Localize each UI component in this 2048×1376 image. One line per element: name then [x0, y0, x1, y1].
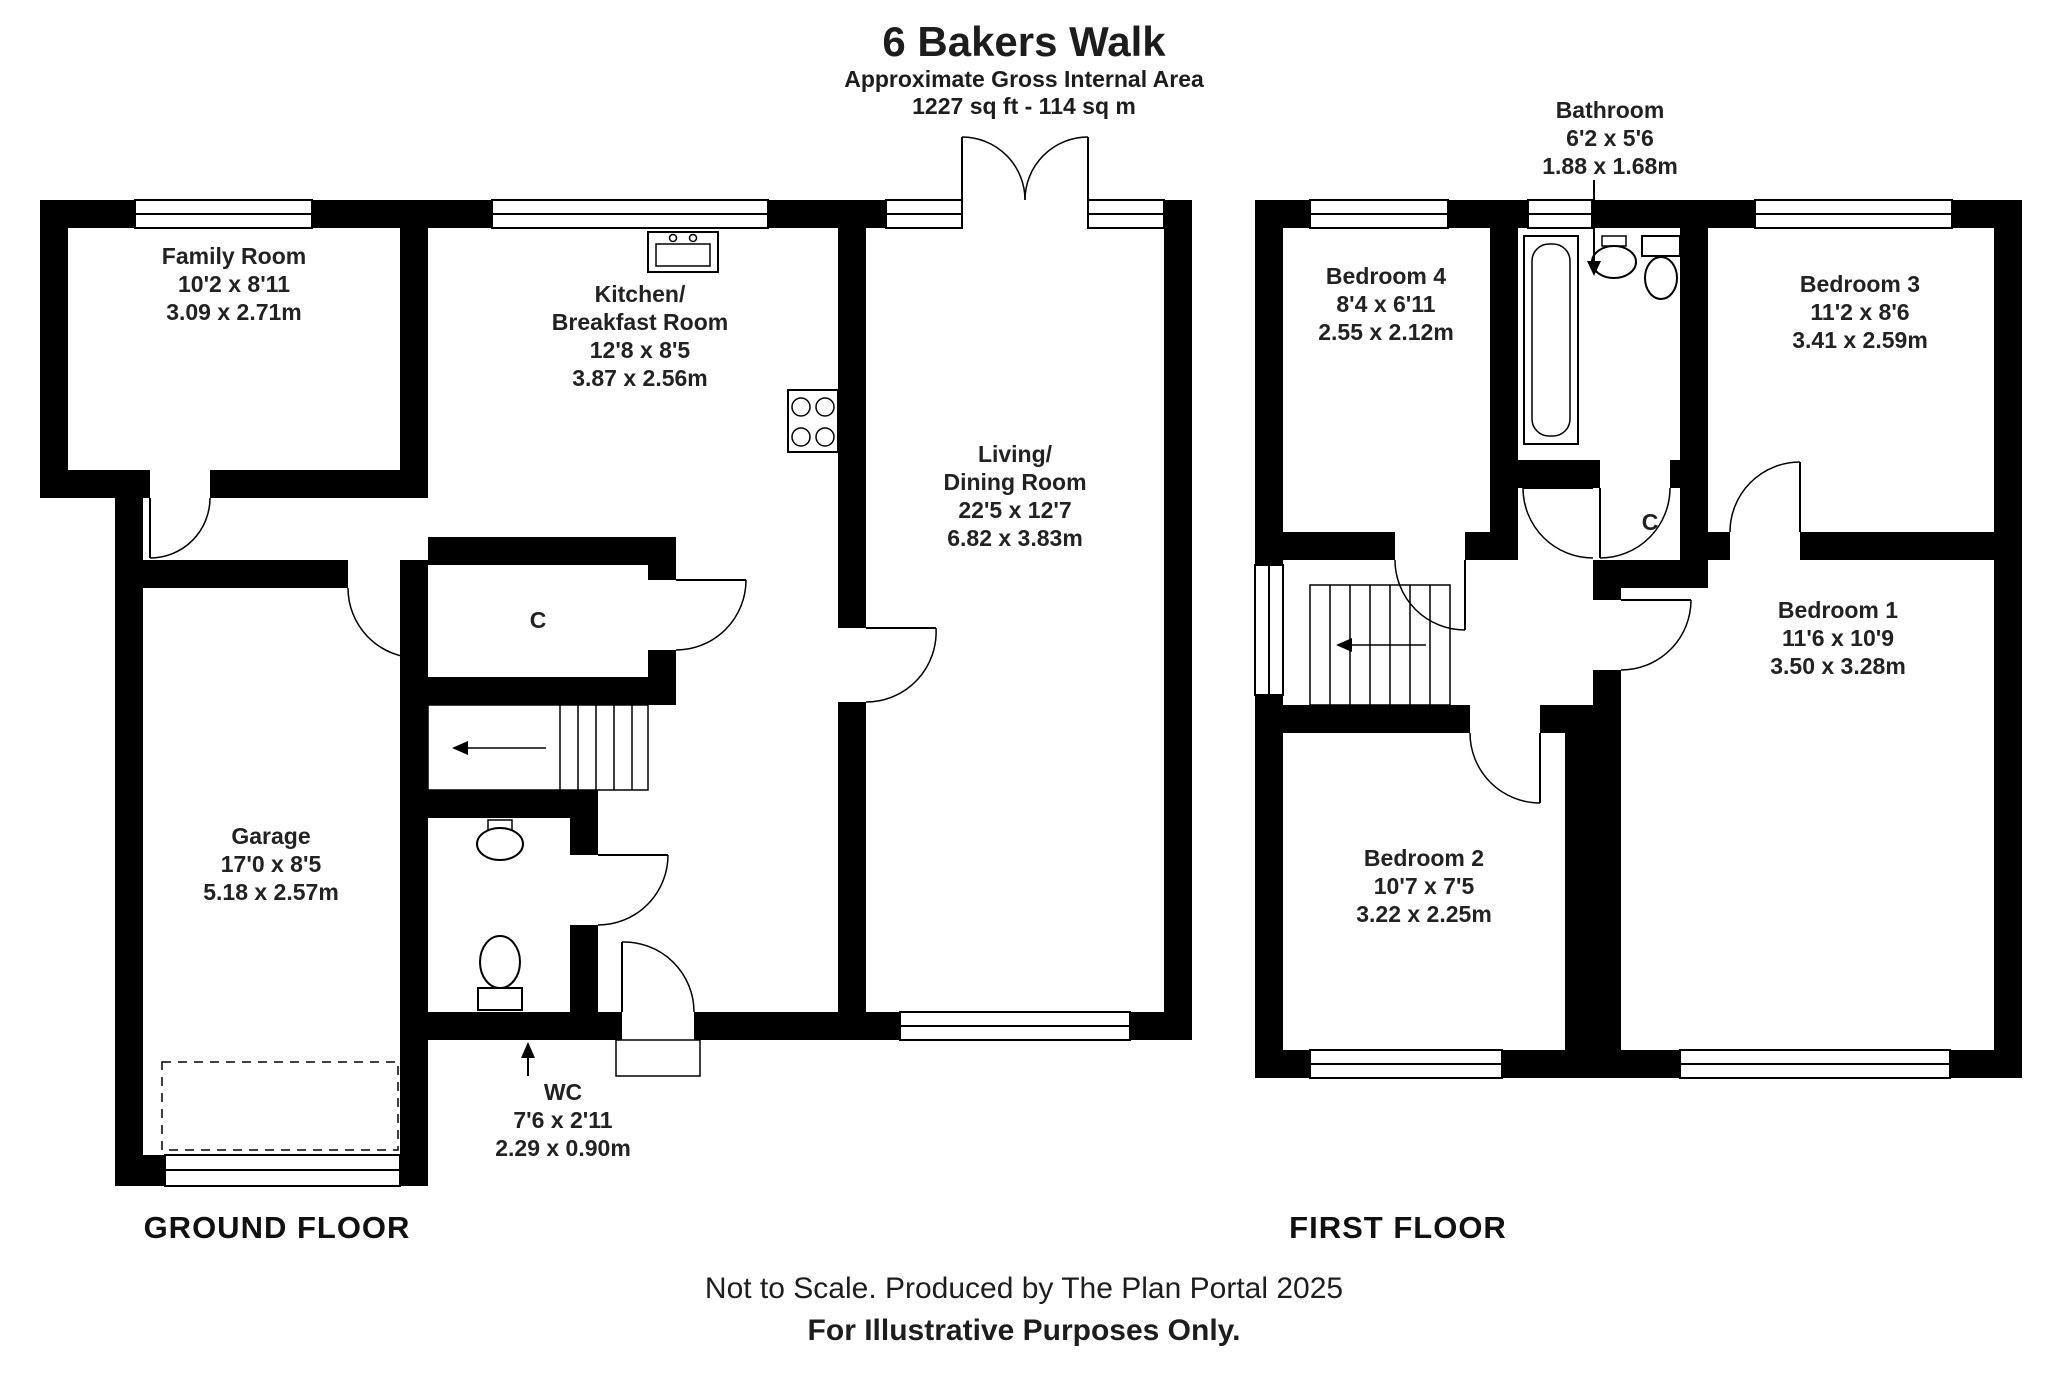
bedroom3-window [1754, 199, 1953, 229]
gross-internal-area: 1227 sq ft - 114 sq m [912, 93, 1136, 119]
family-room-door [149, 497, 211, 559]
room-dim-metric: 3.87 x 2.56m [572, 365, 708, 391]
room-dim-imperial: 6'2 x 5'6 [1566, 125, 1654, 151]
kitchen-sink-icon [647, 231, 719, 273]
stairs-up-arrow-icon [452, 741, 546, 755]
room-name-2: Dining Room [943, 469, 1087, 495]
bathtub-icon [1523, 235, 1579, 445]
ground-floor-plan [40, 136, 1192, 1187]
room-dim-imperial: 17'0 x 8'5 [220, 851, 322, 877]
kitchen-label: Kitchen/ Breakfast Room 12'8 x 8'5 3.87 … [552, 280, 728, 392]
garage-dashed-outline [161, 1061, 399, 1151]
room-name: Family Room [161, 243, 307, 269]
bedroom1-window [1679, 1049, 1951, 1079]
toilet-icon [477, 935, 523, 1011]
hob-icon [787, 389, 839, 453]
room-name: Kitchen/ [594, 281, 686, 307]
living-dining-label: Living/ Dining Room 22'5 x 12'7 6.82 x 3… [943, 440, 1086, 552]
disclaimer-text: Not to Scale. Produced by The Plan Porta… [704, 1272, 1344, 1305]
bathroom-sink-icon [1591, 235, 1637, 279]
room-dim-metric: 3.09 x 2.71m [166, 299, 302, 325]
room-dim-metric: 3.41 x 2.59m [1792, 327, 1928, 353]
bedroom2-door [1469, 732, 1541, 804]
room-dim-imperial: 10'7 x 7'5 [1373, 873, 1475, 899]
page-subtitle: Approximate Gross Internal Area [844, 66, 1204, 92]
bathroom-window [1527, 199, 1593, 229]
room-dim-imperial: 7'6 x 2'11 [513, 1107, 613, 1133]
first-floor-walls [1255, 200, 2022, 1078]
staircase-ground [427, 704, 649, 791]
cupboard-label-ground: C [529, 607, 547, 633]
room-dim-imperial: 12'8 x 8'5 [589, 337, 691, 363]
staircase-first [1309, 584, 1451, 706]
kitchen-window [491, 199, 769, 229]
wc-door [597, 854, 669, 926]
french-doors-icon [961, 136, 1089, 201]
landing-window [1254, 564, 1284, 696]
front-door-step [615, 1039, 701, 1077]
room-name: Bedroom 2 [1363, 845, 1485, 871]
room-name: Bathroom [1555, 97, 1665, 123]
room-name: Bedroom 3 [1799, 271, 1921, 297]
room-name-2: Breakfast Room [551, 309, 729, 335]
bedroom4-label: Bedroom 4 8'4 x 6'11 2.55 x 2.12m [1318, 262, 1454, 346]
room-dim-metric: 3.50 x 3.28m [1770, 653, 1906, 679]
garage-label: Garage 17'0 x 8'5 5.18 x 2.57m [203, 822, 339, 906]
illustrative-text: For Illustrative Purposes Only. [807, 1314, 1241, 1347]
room-name: Living/ [977, 441, 1053, 467]
room-dim-imperial: 11'6 x 10'9 [1782, 625, 1894, 651]
room-dim-metric: 6.82 x 3.83m [947, 525, 1083, 551]
cupboard-door [675, 579, 747, 651]
cupboard-label-first: C [1641, 509, 1659, 535]
cupboard-door-first [1522, 487, 1594, 559]
wc-label: WC 7'6 x 2'11 2.29 x 0.90m [495, 1078, 631, 1162]
first-floor-plan [1254, 180, 2022, 1079]
ground-floor-walls [40, 200, 1192, 1186]
room-dim-metric: 1.88 x 1.68m [1542, 153, 1678, 179]
bedroom4-window [1309, 199, 1449, 229]
room-name: Garage [231, 823, 311, 849]
room-name: WC [543, 1079, 583, 1105]
room-dim-imperial: 8'4 x 6'11 [1336, 291, 1436, 317]
bedroom1-door [1620, 599, 1692, 671]
living-room-window-right [1087, 199, 1165, 229]
bedroom3-door [1729, 461, 1801, 533]
garage-door-opening [164, 1154, 401, 1187]
first-floor-title: FIRST FLOOR [1289, 1210, 1507, 1245]
living-room-window-left [885, 199, 963, 229]
bathroom-pointer-arrow-icon [1587, 180, 1601, 276]
garage-internal-door [347, 587, 419, 659]
bedroom3-label: Bedroom 3 11'2 x 8'6 3.41 x 2.59m [1792, 270, 1928, 354]
room-dim-metric: 2.29 x 0.90m [495, 1135, 631, 1161]
stairs-up-arrow-icon [1336, 638, 1426, 652]
bathroom-door [1599, 487, 1671, 559]
room-dim-metric: 3.22 x 2.25m [1356, 901, 1492, 927]
bathroom-toilet-icon [1641, 235, 1681, 300]
wc-sink-icon [476, 819, 524, 861]
room-dim-metric: 2.55 x 2.12m [1318, 319, 1454, 345]
living-room-door [865, 627, 937, 703]
bedroom1-label: Bedroom 1 11'6 x 10'9 3.50 x 3.28m [1770, 596, 1906, 680]
bedroom2-window [1309, 1049, 1503, 1079]
room-dim-imperial: 10'2 x 8'11 [177, 271, 290, 297]
ground-floor-title: GROUND FLOOR [143, 1210, 411, 1245]
living-room-rear-window [899, 1011, 1131, 1041]
page-title: 6 Bakers Walk [882, 18, 1166, 65]
family-room-window [134, 199, 313, 229]
bedroom4-door [1394, 559, 1466, 631]
bathroom-label: Bathroom 6'2 x 5'6 1.88 x 1.68m [1542, 96, 1678, 180]
family-room-label: Family Room 10'2 x 8'11 3.09 x 2.71m [162, 242, 306, 326]
wc-pointer-arrow-icon [521, 1042, 535, 1076]
room-name: Bedroom 1 [1777, 597, 1899, 623]
room-dim-imperial: 22'5 x 12'7 [958, 497, 1072, 523]
room-dim-metric: 5.18 x 2.57m [203, 879, 339, 905]
room-dim-imperial: 11'2 x 8'6 [1810, 299, 1910, 325]
front-door [621, 941, 695, 1013]
room-name: Bedroom 4 [1325, 263, 1447, 289]
bedroom2-label: Bedroom 2 10'7 x 7'5 3.22 x 2.25m [1356, 844, 1492, 928]
